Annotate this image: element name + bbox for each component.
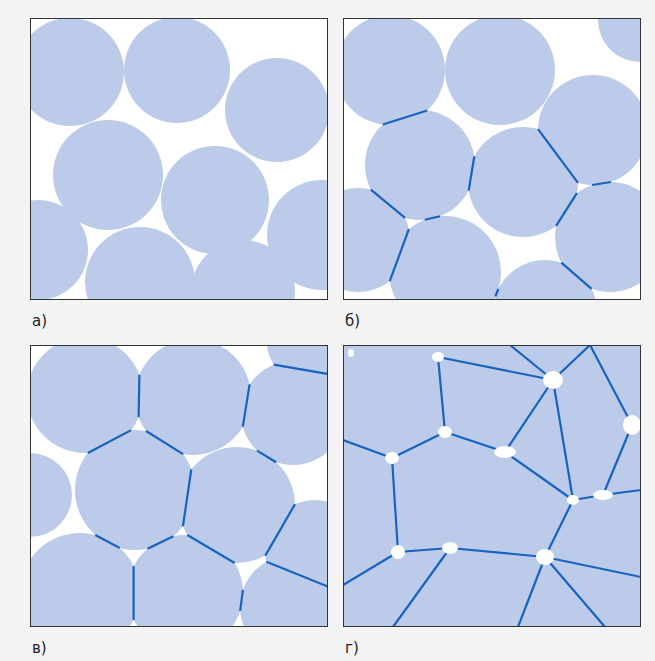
particle-group — [343, 18, 641, 300]
panel-label: а) — [32, 314, 47, 329]
grain-boundary — [138, 375, 141, 417]
grain-boundary — [603, 425, 632, 495]
grain-boundary — [243, 384, 250, 426]
particle — [598, 18, 641, 62]
particle — [30, 18, 124, 126]
pore — [432, 352, 444, 362]
grain-boundary — [390, 229, 409, 281]
panel-border — [31, 346, 328, 627]
pore — [494, 446, 516, 458]
particle — [30, 453, 72, 537]
grain-boundary — [183, 469, 191, 526]
particle — [85, 227, 195, 300]
pore — [567, 495, 579, 505]
panel-border — [31, 19, 328, 300]
pore — [442, 542, 458, 554]
particle-group — [30, 18, 328, 300]
grain-boundary — [343, 552, 398, 585]
grain-boundary — [553, 380, 573, 500]
grain-boundary — [538, 129, 578, 183]
particle — [30, 200, 88, 300]
grain-boundary — [146, 431, 183, 454]
pore — [438, 426, 452, 438]
particle — [124, 18, 230, 123]
particle-group — [343, 345, 641, 627]
panel-label: б) — [345, 314, 360, 329]
grain-boundary — [425, 216, 440, 220]
pore — [385, 452, 399, 464]
grain-boundary — [518, 557, 545, 627]
grain-boundary — [95, 535, 119, 548]
particle — [240, 555, 328, 627]
grain-boundary — [257, 451, 276, 463]
particle — [267, 345, 328, 381]
pore — [391, 545, 405, 559]
grain-boundary — [392, 432, 445, 458]
grain-boundary — [133, 566, 135, 620]
particle — [445, 18, 555, 125]
particle — [30, 533, 140, 627]
pore — [536, 549, 554, 565]
particle-panel — [30, 18, 328, 300]
grain-boundary — [88, 430, 131, 453]
grain-boundary — [505, 380, 553, 452]
pore — [543, 371, 563, 389]
grain-boundary — [545, 500, 573, 557]
panel-border — [344, 19, 641, 300]
particle-panel — [343, 18, 641, 300]
grain-boundary — [592, 182, 611, 185]
particle-panel — [343, 345, 641, 627]
particle — [127, 535, 243, 627]
particle — [389, 216, 501, 300]
grain-boundary — [393, 548, 450, 627]
dense-body — [343, 345, 641, 627]
grain-boundary — [450, 548, 545, 557]
grain-boundary — [274, 365, 327, 374]
grain-boundary — [495, 289, 498, 296]
pore — [623, 415, 641, 435]
grain-boundary — [545, 557, 605, 627]
grain-boundary — [505, 452, 573, 500]
panel-border — [344, 346, 641, 627]
grain-boundary — [469, 156, 475, 190]
grain-boundary — [438, 357, 553, 380]
particle — [343, 18, 445, 125]
grain-boundary — [371, 190, 405, 218]
grain-boundary — [590, 345, 632, 425]
grain-boundary — [148, 536, 174, 548]
grain-boundary — [187, 535, 234, 563]
panel-label: в) — [32, 641, 47, 656]
grain-boundary — [265, 504, 295, 555]
pore — [593, 490, 613, 500]
grain-boundary — [561, 263, 591, 289]
panel-label: г) — [345, 641, 359, 656]
pore — [348, 349, 354, 357]
grain-boundary — [392, 458, 398, 552]
grain-boundary — [343, 440, 392, 458]
particle — [267, 180, 328, 290]
grain-boundary — [556, 193, 577, 226]
grain-boundary — [438, 357, 445, 432]
particle — [493, 260, 597, 300]
grain-boundary — [240, 590, 243, 611]
particle — [225, 58, 328, 162]
particle-group — [30, 345, 328, 627]
particle — [75, 430, 195, 550]
grain-boundary — [383, 110, 427, 124]
particle-panel — [30, 345, 328, 627]
particle — [161, 146, 269, 254]
grain-boundary — [266, 562, 328, 592]
